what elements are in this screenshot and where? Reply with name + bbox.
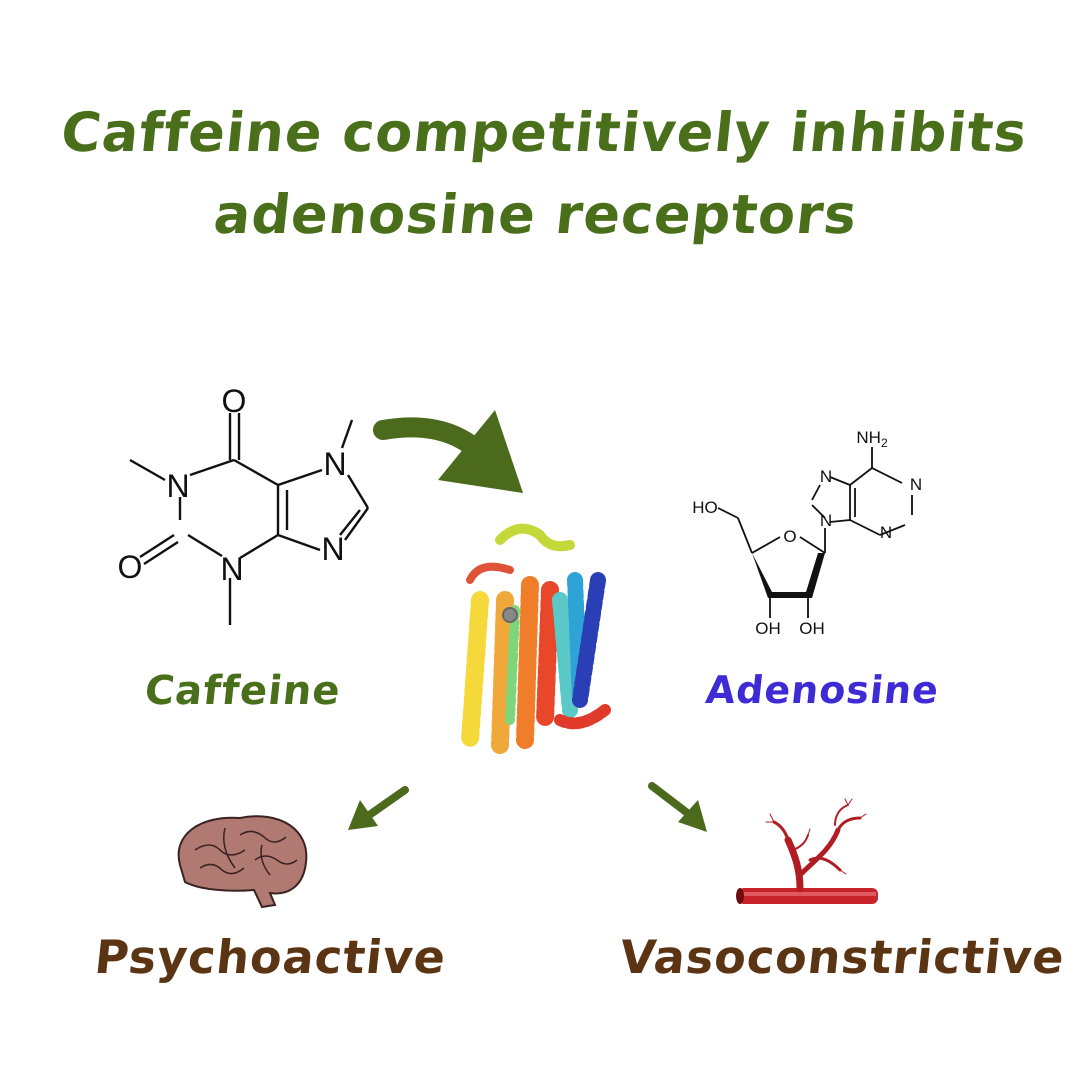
effect-label-psychoactive: Psychoactive	[92, 930, 449, 984]
caffeine-atom-o-top: O	[222, 383, 247, 419]
arrow-left-icon	[348, 786, 409, 830]
adenosine-atom-n9: N	[820, 511, 832, 530]
adenosine-atom-n7: N	[820, 467, 832, 486]
effect-label-vasoconstrictive: Vasoconstrictive	[617, 930, 1068, 984]
adenosine-atom-oh-2: OH	[799, 619, 825, 638]
adenosine-atom-oh-1: OH	[755, 619, 781, 638]
arrow-right-icon	[648, 782, 707, 832]
caffeine-atom-n3: N	[220, 551, 243, 587]
adenosine-atom-ho: HO	[692, 498, 718, 517]
caffeine-atom-n7: N	[323, 446, 346, 482]
adenosine-atom-o-ring: O	[783, 527, 796, 546]
adenosine-atom-n3: N	[880, 523, 892, 542]
caffeine-atom-o-left: O	[118, 549, 143, 585]
caffeine-atom-n9: N	[321, 531, 344, 567]
caffeine-atom-n1: N	[166, 468, 189, 504]
adenosine-atom-n1: N	[910, 475, 922, 494]
adenosine-atom-nh2: NH2	[856, 428, 888, 450]
